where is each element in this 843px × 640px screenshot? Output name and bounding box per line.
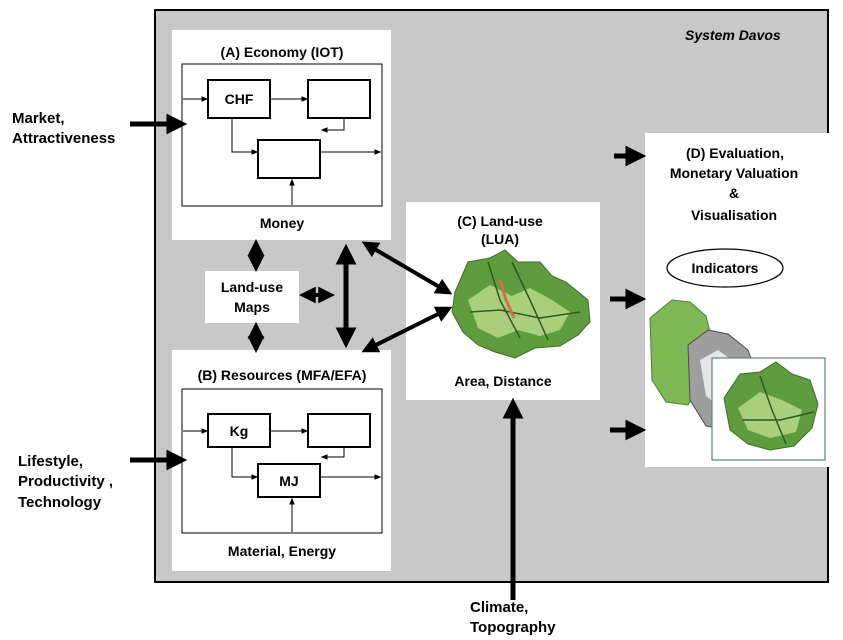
- economy-inner-frame: [181, 63, 383, 207]
- lifestyle-label: Lifestyle, Productivity , Technology: [18, 453, 113, 511]
- indicators-ellipse: [666, 248, 784, 288]
- mj-label: MJ: [279, 473, 298, 489]
- kg-label: Kg: [230, 423, 249, 439]
- resources-title: (B) Resources (MFA/EFA): [198, 367, 367, 383]
- economy-box-3: [257, 139, 321, 179]
- svg-text:Productivity ,: Productivity ,: [18, 473, 113, 490]
- landuse-footer: Area, Distance: [454, 373, 551, 389]
- system-title: System Davos: [685, 27, 781, 43]
- resources-panel: (B) Resources (MFA/EFA) Kg MJ Material, …: [172, 350, 391, 571]
- chf-label: CHF: [225, 91, 254, 107]
- resources-footer: Material, Energy: [228, 543, 336, 559]
- svg-text:Attractiveness: Attractiveness: [12, 130, 115, 147]
- resources-box-2: [307, 413, 371, 448]
- chf-box: [207, 79, 271, 119]
- landuse-map-image: [451, 249, 591, 359]
- svg-text:Market,: Market,: [12, 110, 65, 127]
- evaluation-line-4: Visualisation: [691, 207, 777, 223]
- svg-text:Technology: Technology: [18, 494, 102, 511]
- svg-text:Land-use: Land-use: [221, 279, 283, 295]
- indicators-label: Indicators: [692, 260, 759, 276]
- evaluation-line-3: &: [729, 185, 739, 201]
- economy-box-2: [307, 79, 371, 119]
- economy-landuse-arrow: [361, 241, 453, 295]
- kg-box: [207, 413, 271, 448]
- visualisation-maps: [649, 299, 826, 461]
- svg-text:Climate,: Climate,: [470, 599, 528, 616]
- landuse-title-1: (C) Land-use: [457, 213, 543, 229]
- economy-footer: Money: [260, 215, 305, 231]
- landuse-panel: (C) Land-use (LUA) Area, Distance: [406, 202, 600, 400]
- evaluation-panel: (D) Evaluation, Monetary Valuation & Vis…: [645, 133, 834, 467]
- climate-label: Climate, Topography: [470, 599, 556, 636]
- mj-box: [257, 463, 321, 498]
- market-label: Market, Attractiveness: [12, 110, 115, 147]
- evaluation-line-1: (D) Evaluation,: [686, 145, 784, 161]
- economy-title: (A) Economy (IOT): [221, 44, 344, 60]
- landuse-title-2: (LUA): [481, 231, 519, 247]
- svg-text:Lifestyle,: Lifestyle,: [18, 453, 83, 470]
- svg-text:Topography: Topography: [470, 619, 556, 636]
- resources-landuse-arrow: [361, 306, 453, 353]
- evaluation-line-2: Monetary Valuation: [670, 165, 798, 181]
- economy-panel: (A) Economy (IOT) CHF Money: [172, 30, 391, 240]
- landuse-maps-box: Land-use Maps: [205, 271, 299, 323]
- svg-text:Maps: Maps: [234, 299, 270, 315]
